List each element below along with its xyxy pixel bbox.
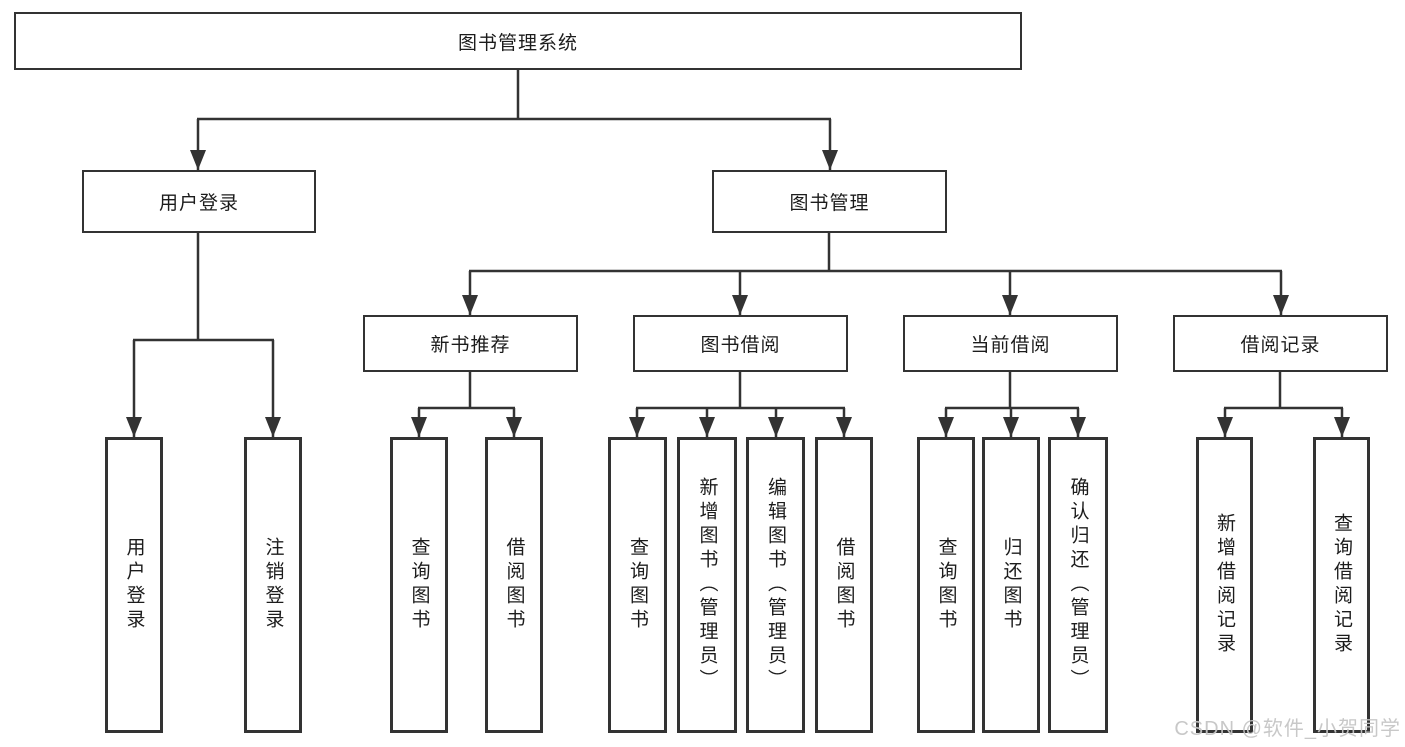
leaf-add-borrow-record: 新增借阅记录	[1196, 437, 1253, 733]
node-book-borrow: 图书借阅	[633, 315, 848, 372]
node-user-login: 用户登录	[82, 170, 316, 233]
node-new-book-recommend: 新书推荐	[363, 315, 578, 372]
node-current-borrow: 当前借阅	[903, 315, 1118, 372]
node-borrow-records: 借阅记录	[1173, 315, 1388, 372]
node-book-management: 图书管理	[712, 170, 947, 233]
leaf-borrow-books: 借阅图书	[815, 437, 873, 733]
leaf-borrow-books-recommend: 借阅图书	[485, 437, 543, 733]
leaf-query-books-current: 查询图书	[917, 437, 975, 733]
leaf-add-book-admin: 新增图书（管理员）	[677, 437, 737, 733]
leaf-logout: 注销登录	[244, 437, 302, 733]
leaf-user-login: 用户登录	[105, 437, 163, 733]
leaf-return-book: 归还图书	[982, 437, 1040, 733]
node-library-system: 图书管理系统	[14, 12, 1022, 70]
leaf-query-books-recommend: 查询图书	[390, 437, 448, 733]
watermark-text: CSDN @软件_小贺同学	[1174, 718, 1401, 740]
leaf-query-borrow-record: 查询借阅记录	[1313, 437, 1370, 733]
leaf-confirm-return-admin: 确认归还（管理员）	[1048, 437, 1108, 733]
leaf-edit-book-admin: 编辑图书（管理员）	[746, 437, 805, 733]
leaf-query-books-borrow: 查询图书	[608, 437, 667, 733]
